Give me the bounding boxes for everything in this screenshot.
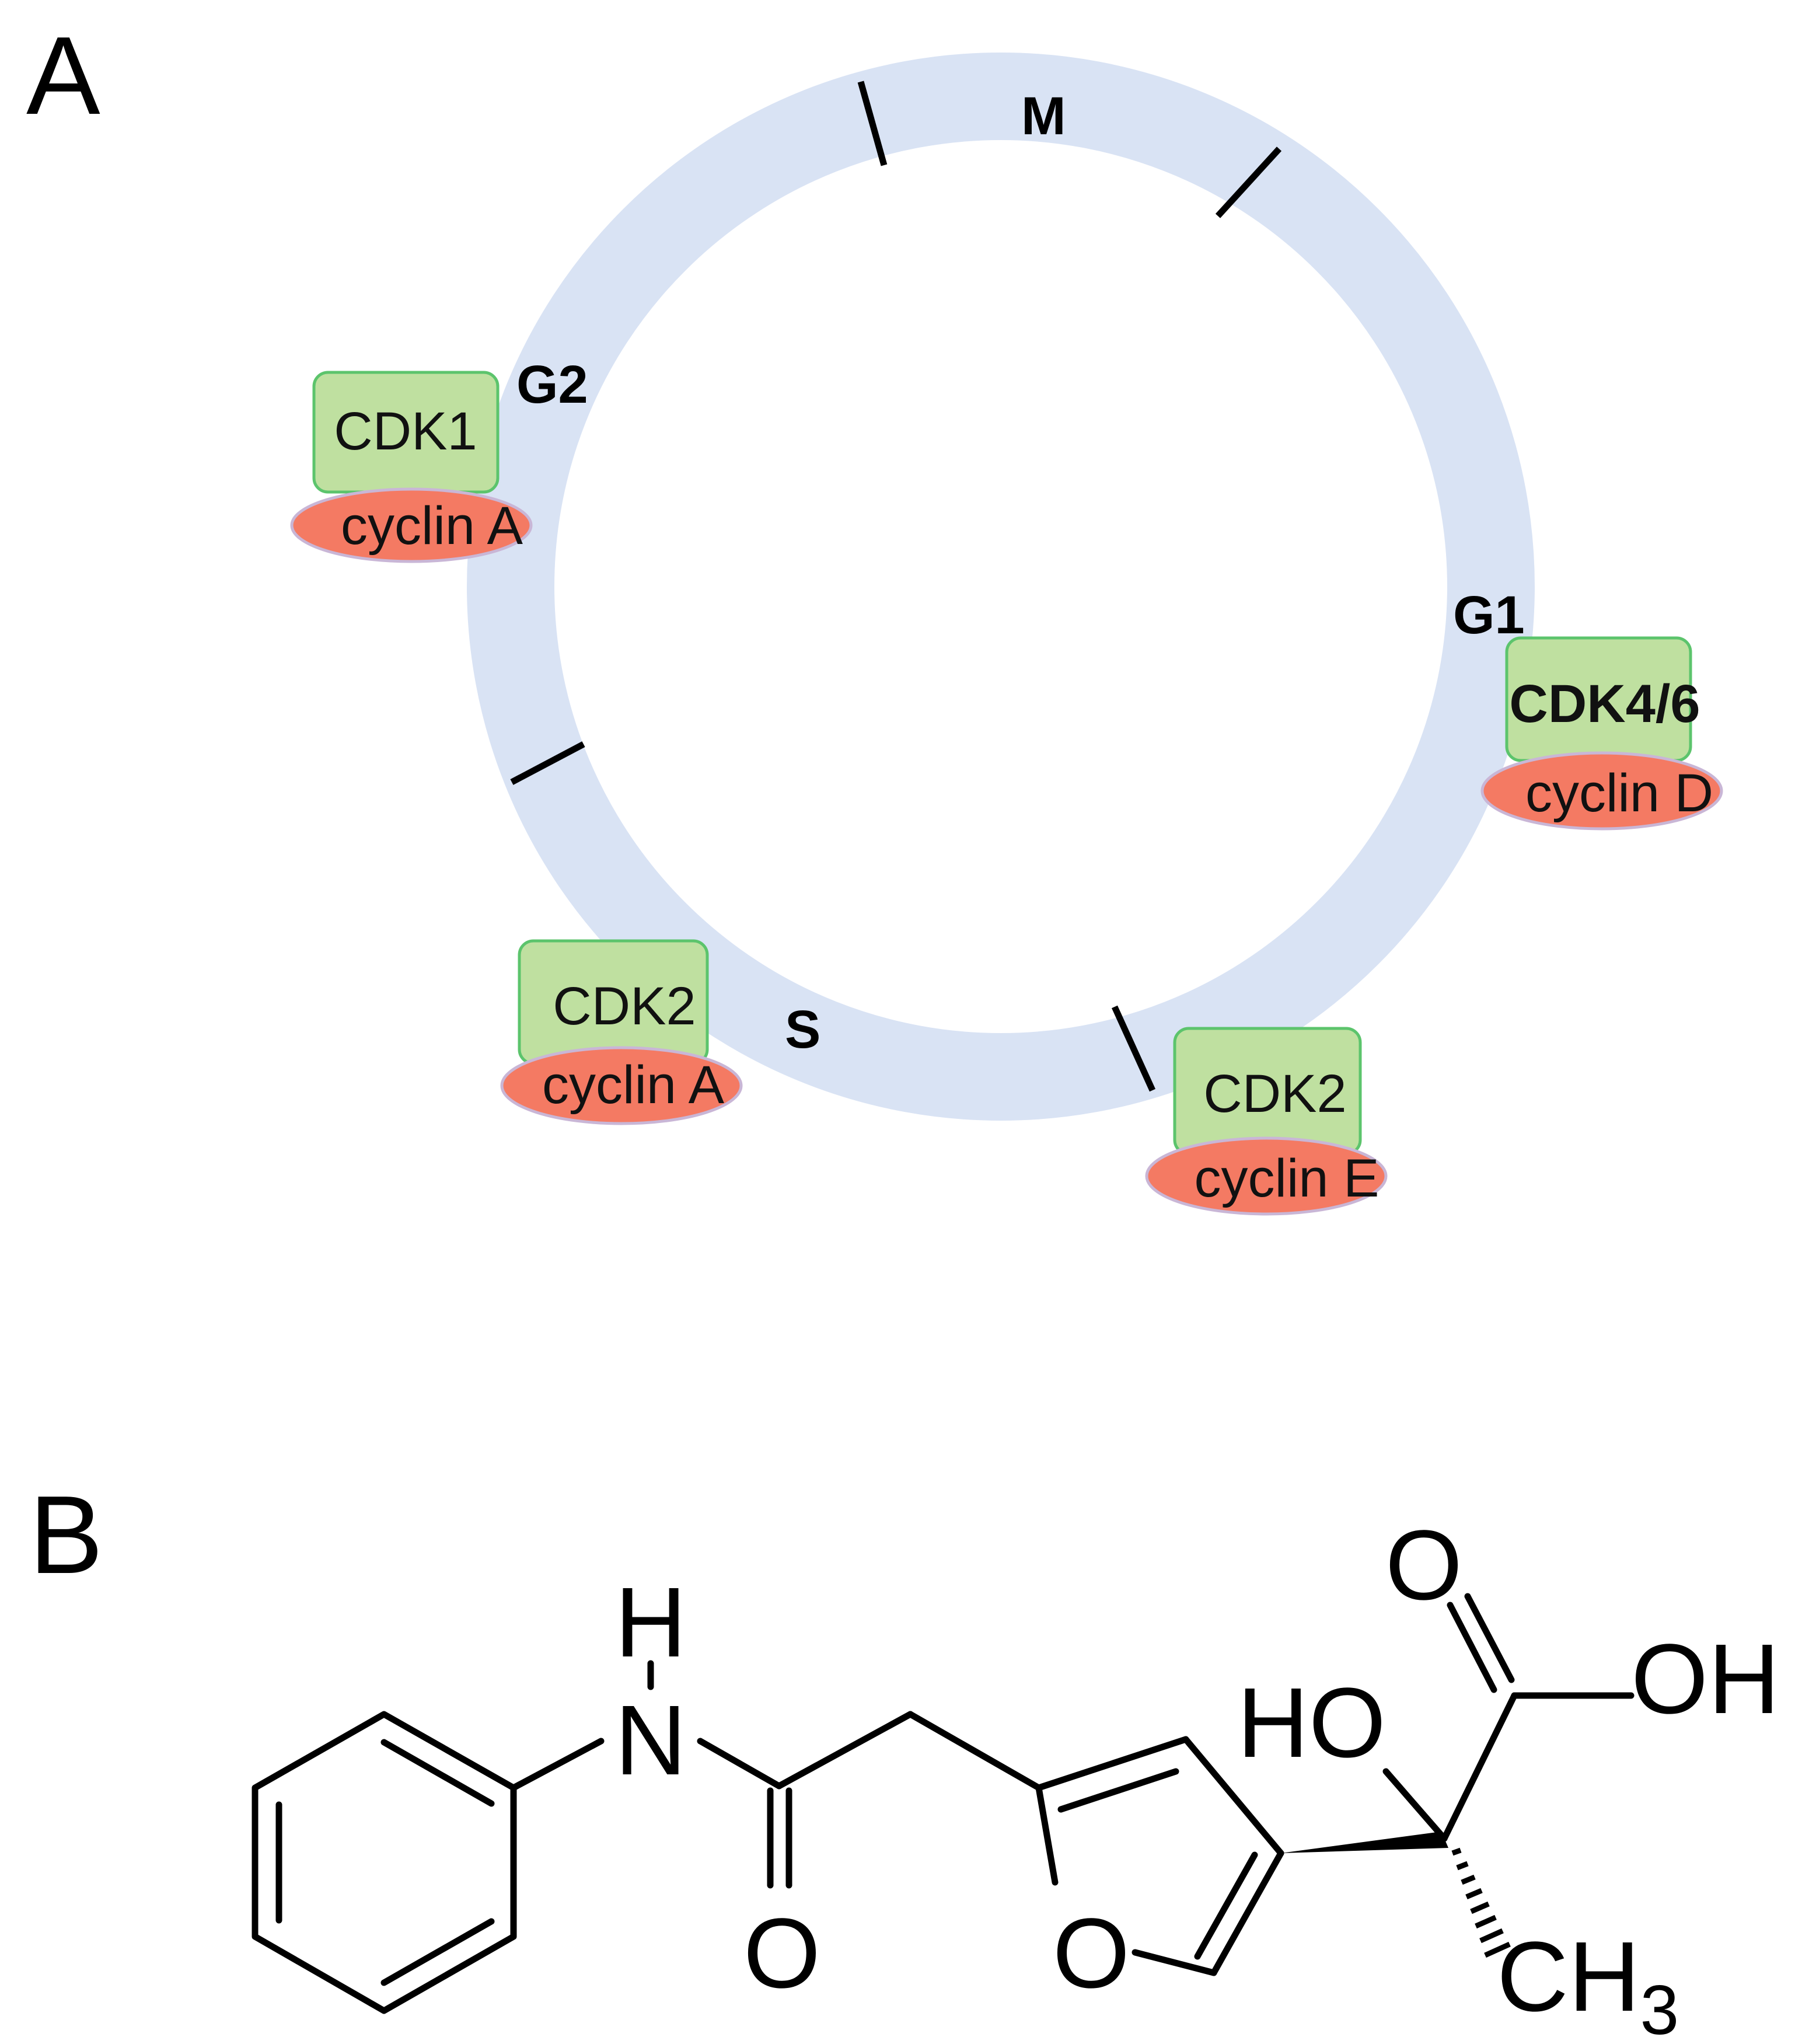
cdk-label: CDK2 [553,976,696,1036]
phase-boundary-tick [1111,1005,1156,1092]
furan-bond [1182,1736,1284,1857]
bond [697,1738,783,1790]
cyclin-ellipse [290,487,533,563]
bond [776,1711,914,1790]
atom-label-n: N [615,1685,687,1796]
bond [1441,1692,1518,1842]
atom-label-h: H [615,1567,687,1678]
furan-bond [1035,1736,1189,1791]
atom-label-o-amide: O [743,1898,820,2009]
cdk-label: CDK1 [334,402,477,461]
furan-double-bond [1194,1851,1258,1960]
phase-label-g1: G1 [1453,585,1525,645]
cyclin-label: cyclin E [1195,1149,1380,1208]
carbonyl-double-bond [1464,1593,1515,1683]
complex-cdk46-cyclin-d: CDK4/6 cyclin D [1480,636,1723,831]
phase-label-g2: G2 [516,355,588,414]
atom-label-o-furan: O [1053,1898,1130,2009]
aromatic-bond [380,1739,495,1807]
furan-double-bond [1057,1768,1179,1813]
carbonyl-double-bond [1447,1602,1497,1693]
cyclin-ellipse [1145,1136,1388,1216]
complex-cdk2-cyclin-a: CDK2 cyclin A [500,939,743,1125]
bond [1382,1768,1448,1842]
panel-label-b: B [29,1473,103,1597]
cdk-label: CDK4/6 [1509,674,1700,734]
panel-label-a: A [26,14,100,138]
chemical-structure: H N O O HO O OH CH3 [252,1510,1780,2044]
atom-label-ho: HO [1237,1668,1386,1778]
wedge-bond [1281,1832,1448,1853]
atom-label-o-acid: O [1385,1510,1462,1621]
cell-cycle-ring [467,53,1535,1121]
cyclin-label: cyclin A [542,1055,725,1115]
phase-label-s: S [785,1000,820,1059]
furan-bond [1210,1850,1284,1976]
cyclin-label: cyclin A [341,496,523,556]
furan-bond [1035,1784,1059,1886]
phase-label-m: M [1021,86,1066,146]
atom-label-oh: OH [1631,1624,1780,1735]
bond [907,1711,1042,1791]
cyclin-ellipse [500,1046,743,1125]
complex-cdk2-cyclin-e: CDK2 cyclin E [1145,1027,1388,1216]
cyclin-ellipse [1480,751,1723,831]
phase-boundary-tick [1215,147,1282,218]
phase-boundary-tick [510,741,585,785]
phase-boundary-tick [857,81,888,166]
aromatic-bond [380,1918,495,1986]
furan-bond [1132,1949,1217,1976]
benzene-ring [252,1711,517,2014]
complex-cdk1-cyclin-a: CDK1 cyclin A [290,371,533,563]
hashed-bond [1451,1847,1511,1958]
bond [510,1738,605,1791]
cdk-label: CDK2 [1203,1064,1346,1124]
cyclin-label: cyclin D [1525,763,1713,823]
atom-label-ch3: CH3 [1497,1921,1679,2044]
